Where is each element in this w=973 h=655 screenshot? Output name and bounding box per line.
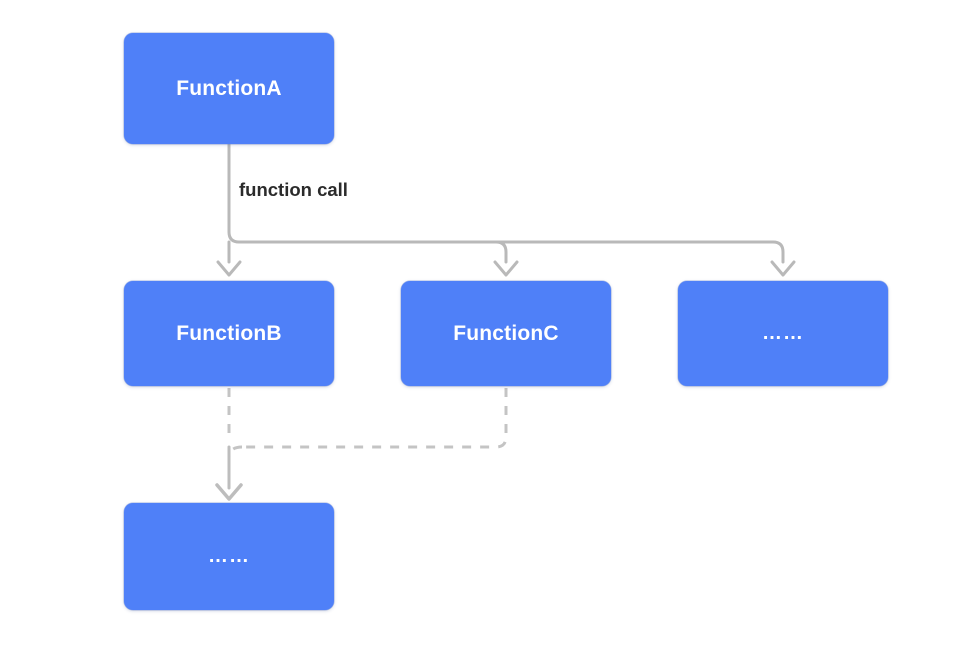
node-function-c-label: FunctionC [453,322,559,345]
node-more-top-label: …… [762,321,804,344]
dashed-from-function-c [242,388,508,449]
node-function-c[interactable]: FunctionC [401,281,611,386]
arrowhead-to-more-bottom [215,483,243,501]
arrowhead-to-more-top [770,260,796,277]
node-more-top[interactable]: …… [678,281,888,386]
node-more-bottom-label: …… [208,544,250,567]
dashed-junction-corner [227,445,243,459]
function-call-trunk [227,142,785,264]
edge-label-function-call: function call [239,179,348,200]
node-function-b[interactable]: FunctionB [124,281,334,386]
edge-dashed-group [215,388,508,501]
node-function-a[interactable]: FunctionA [124,33,334,144]
edge-function-call [216,142,796,277]
arrowhead-to-function-c [493,260,519,277]
node-function-b-label: FunctionB [176,322,282,345]
node-function-a-label: FunctionA [176,77,282,100]
function-call-branch-c [494,240,508,264]
arrowhead-to-function-b [216,260,242,277]
node-more-bottom[interactable]: …… [124,503,334,610]
